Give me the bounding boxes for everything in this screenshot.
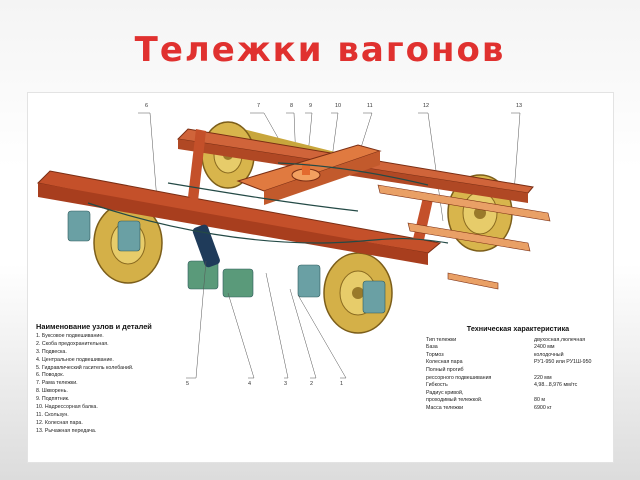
tech-key: проходимый тележкой. [426, 397, 483, 404]
axle-box-springs [67, 210, 386, 314]
callout-4: 4 [248, 381, 251, 387]
bottom-leader-lines [186, 260, 347, 379]
parts-item-11: 11. Скользун. [36, 411, 69, 418]
tech-key: Полный прогиб [426, 366, 464, 373]
parts-item-12: 12. Колесная пара. [36, 419, 83, 426]
tech-value: 6900 кг [534, 404, 552, 411]
tech-row: проходимый тележкой. 80 м [426, 397, 610, 405]
tech-key: База [426, 344, 438, 351]
page-title: Тележки вагонов [134, 30, 506, 70]
parts-item-5: 5. Гидравлический гаситель колебаний. [36, 364, 134, 371]
callout-12: 12 [423, 103, 429, 109]
parts-item-2: 2. Скоба предохранительная. [36, 340, 109, 347]
parts-list: Наименование узлов и деталей 1. Буксовое… [36, 323, 226, 436]
tech-key: Радиус кривой, [426, 389, 464, 396]
parts-item-4: 4. Центральное подвешивание. [36, 356, 114, 363]
tech-key: Колесная пара [426, 359, 463, 366]
tech-value: двухосная,люлечная [534, 336, 586, 343]
parts-item-8: 8. Шкворень. [36, 388, 68, 395]
callout-9: 9 [309, 103, 312, 109]
tech-value: 2400 мм [534, 344, 555, 351]
tech-key: Масса тележки [426, 404, 464, 411]
tech-key: Тормоз [426, 351, 444, 358]
tech-row: Масса тележки 6900 кг [426, 405, 610, 413]
hydraulic-damper [192, 224, 220, 268]
parts-heading: Наименование узлов и деталей [36, 322, 152, 331]
tech-specs: Техническая характеристика Тип тележки дв… [426, 325, 610, 413]
tech-heading: Техническая характеристика [466, 324, 570, 333]
tech-row: Тип тележки двухосная,люлечная [426, 337, 610, 345]
callout-11: 11 [367, 103, 373, 109]
tech-value [534, 367, 610, 375]
tech-value: 220 мм [534, 374, 552, 381]
tech-row: Полный прогиб [426, 367, 610, 375]
tech-key: Тип тележки [426, 336, 457, 343]
parts-item-6: 6. Поводок. [36, 372, 65, 379]
tech-row: Радиус кривой, [426, 390, 610, 398]
parts-item-7: 7. Рама тележки. [36, 380, 78, 387]
callout-13: 13 [516, 103, 522, 109]
callout-2: 2 [310, 381, 313, 387]
callout-5: 5 [186, 381, 189, 387]
parts-item-13: 13. Рычажная передача. [36, 427, 97, 434]
tech-row: рессорного подвешивания 220 мм [426, 375, 610, 383]
bogie-diagram: 6 7 8 9 10 11 12 13 [27, 92, 614, 463]
tech-key: Гибкость [426, 382, 448, 389]
tech-row: Колесная пара РУ1-950 или РУ1Ш-950 [426, 359, 610, 367]
callout-1: 1 [340, 381, 343, 387]
tech-value: 4,98...8,976 мм/тс [534, 382, 578, 389]
tech-row: Гибкость 4,98...8,976 мм/тс [426, 382, 610, 390]
tech-value: РУ1-950 или РУ1Ш-950 [534, 359, 592, 366]
bogie-frame [36, 128, 551, 290]
callout-7: 7 [257, 103, 260, 109]
parts-item-9: 9. Подпятник. [36, 396, 70, 403]
callout-10: 10 [335, 103, 341, 109]
tech-value: колодочный [534, 351, 564, 358]
parts-item-3: 3. Подвеска. [36, 348, 67, 355]
tech-value [534, 390, 610, 398]
brake-pipes [87, 162, 449, 244]
tech-value: 80 м [534, 397, 546, 404]
callout-3: 3 [284, 381, 287, 387]
parts-item-1: 1. Буксовое подвешивание. [36, 332, 104, 339]
tech-row: База 2400 мм [426, 344, 610, 352]
tech-key: рессорного подвешивания [426, 374, 492, 381]
callout-8: 8 [290, 103, 293, 109]
tech-row: Тормоз колодочный [426, 352, 610, 360]
bogie-illustration: 6 7 8 9 10 11 12 13 [36, 103, 551, 387]
callout-6: 6 [145, 103, 148, 109]
parts-item-10: 10. Надрессорная балка. [36, 404, 98, 411]
